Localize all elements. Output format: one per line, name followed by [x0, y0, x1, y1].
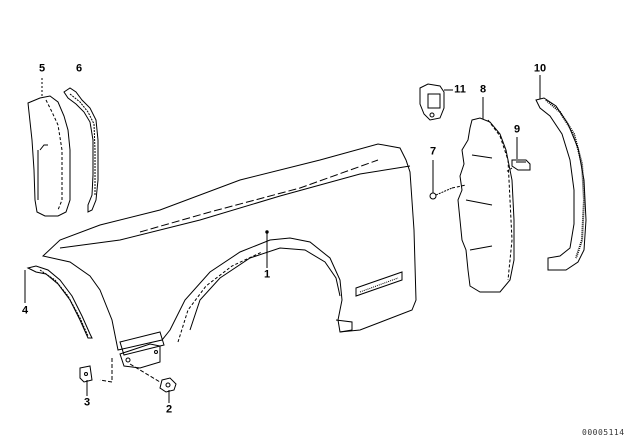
callout-2: 2	[165, 403, 173, 416]
lower-mounting-bracket	[120, 344, 160, 368]
assembly-line-3	[100, 358, 112, 382]
part-4-front-edge-strip	[28, 266, 92, 338]
part-9-clip	[512, 160, 530, 170]
callout-7: 7	[429, 145, 437, 158]
callout-6: 6	[75, 62, 83, 75]
part-6-rear-sealing-strip	[64, 88, 98, 212]
callout-11: 11	[454, 83, 466, 96]
assembly-line-7	[452, 185, 466, 188]
callout-8: 8	[479, 83, 487, 96]
part-11-bracket	[420, 84, 444, 120]
callout-3: 3	[83, 396, 91, 409]
callout-4: 4	[21, 304, 29, 317]
callout-10: 10	[533, 62, 547, 75]
part-2-nut	[160, 378, 176, 392]
part-5-cover-panel	[28, 96, 70, 216]
part-10-wheel-arch-trim	[536, 98, 586, 270]
part-8-wheel-arch-liner	[458, 118, 514, 292]
callout-9: 9	[513, 123, 521, 136]
assembly-line-9	[506, 168, 512, 172]
part-1-fender-panel	[43, 144, 416, 355]
diagram-reference-code: 00005114	[582, 428, 625, 437]
part-3-clip-nut	[80, 366, 92, 382]
callout-1: 1	[263, 268, 271, 281]
callout-5: 5	[38, 62, 46, 75]
